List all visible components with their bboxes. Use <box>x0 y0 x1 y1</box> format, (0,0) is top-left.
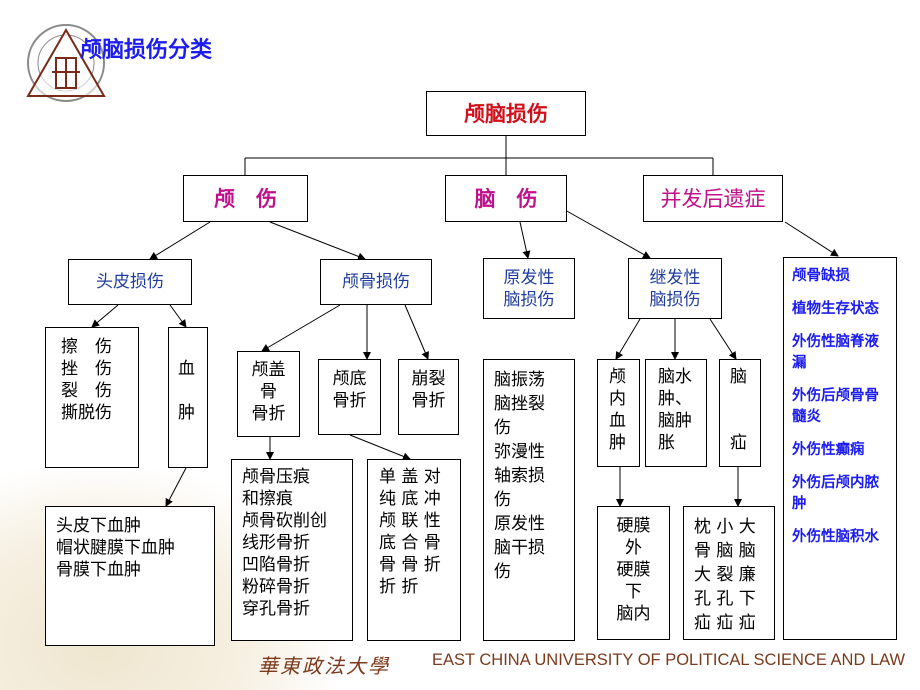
hematoma-types-node: 硬膜 外 硬膜 下 脑内 <box>597 506 670 640</box>
sequelae-node: 并发后遗症 <box>643 175 783 222</box>
sequelae-item: 外伤后颅内脓肿 <box>792 475 879 512</box>
primary-injury-types-node: 脑振荡 脑挫裂 伤 弥漫性 轴索损 伤 原发性 脑干损 伤 <box>483 359 575 641</box>
secondary-brain-injury-node: 继发性 脑损伤 <box>628 258 722 319</box>
skull-injury-node: 颅 伤 <box>183 175 308 222</box>
page-title: 颅脑损伤分类 <box>80 38 213 63</box>
brain-injury-node: 脑 伤 <box>445 175 567 222</box>
fracture-mechanisms-node: 单 盖 对 纯 底 冲 颅 联 性 底 合 骨 骨 骨 折 折 折 <box>367 459 461 641</box>
sequelae-list: 颅骨缺损 植物生存状态 外伤性脑脊液漏 外伤后颅骨骨髓炎 外伤性癫痫 外伤后颅内… <box>783 257 897 640</box>
vault-fracture-types-node: 颅骨压痕 和擦痕 颅骨砍削创 线形骨折 凹陷骨折 粉碎骨折 穿孔骨折 <box>231 459 353 641</box>
brain-edema-node: 脑水 肿、 脑肿 胀 <box>645 359 707 467</box>
scalp-hematoma-types-node: 头皮下血肿 帽状腱膜下血肿 骨膜下血肿 <box>45 506 215 646</box>
university-seal-logo <box>26 24 106 102</box>
vault-fracture-node: 颅盖 骨 骨折 <box>237 351 300 437</box>
herniation-types-node: 枕 小 大 骨 脑 脑 大 裂 廉 孔 孔 下 疝 疝 疝 <box>683 506 775 640</box>
sequelae-item: 颅骨缺损 <box>792 268 850 284</box>
primary-brain-injury-node: 原发性 脑损伤 <box>483 258 575 319</box>
sequelae-item: 外伤后颅骨骨髓炎 <box>792 388 879 425</box>
sequelae-item: 外伤性脑脊液漏 <box>792 334 879 371</box>
hematoma-node: 血 肿 <box>168 327 208 468</box>
sequelae-item: 外伤性癫痫 <box>792 442 865 458</box>
sequelae-item: 植物生存状态 <box>792 301 879 317</box>
brain-herniation-node: 脑 疝 <box>719 359 761 467</box>
root-node: 颅脑损伤 <box>426 91 586 136</box>
footer-university-name-cn: 華東政法大學 <box>258 654 390 678</box>
base-fracture-node: 颅底 骨折 <box>318 359 381 435</box>
cracked-fracture-node: 崩裂 骨折 <box>398 359 459 435</box>
scalp-injury-node: 头皮损伤 <box>68 259 192 305</box>
intracranial-hematoma-node: 颅 内 血 肿 <box>597 359 640 467</box>
skull-fracture-node: 颅骨损伤 <box>320 259 432 305</box>
scalp-wounds-node: 擦 伤 挫 伤 裂 伤 撕脱伤 <box>45 327 139 468</box>
sequelae-item: 外伤性脑积水 <box>792 529 879 545</box>
footer-university-name-en: EAST CHINA UNIVERSITY OF POLITICAL SCIEN… <box>432 651 906 669</box>
